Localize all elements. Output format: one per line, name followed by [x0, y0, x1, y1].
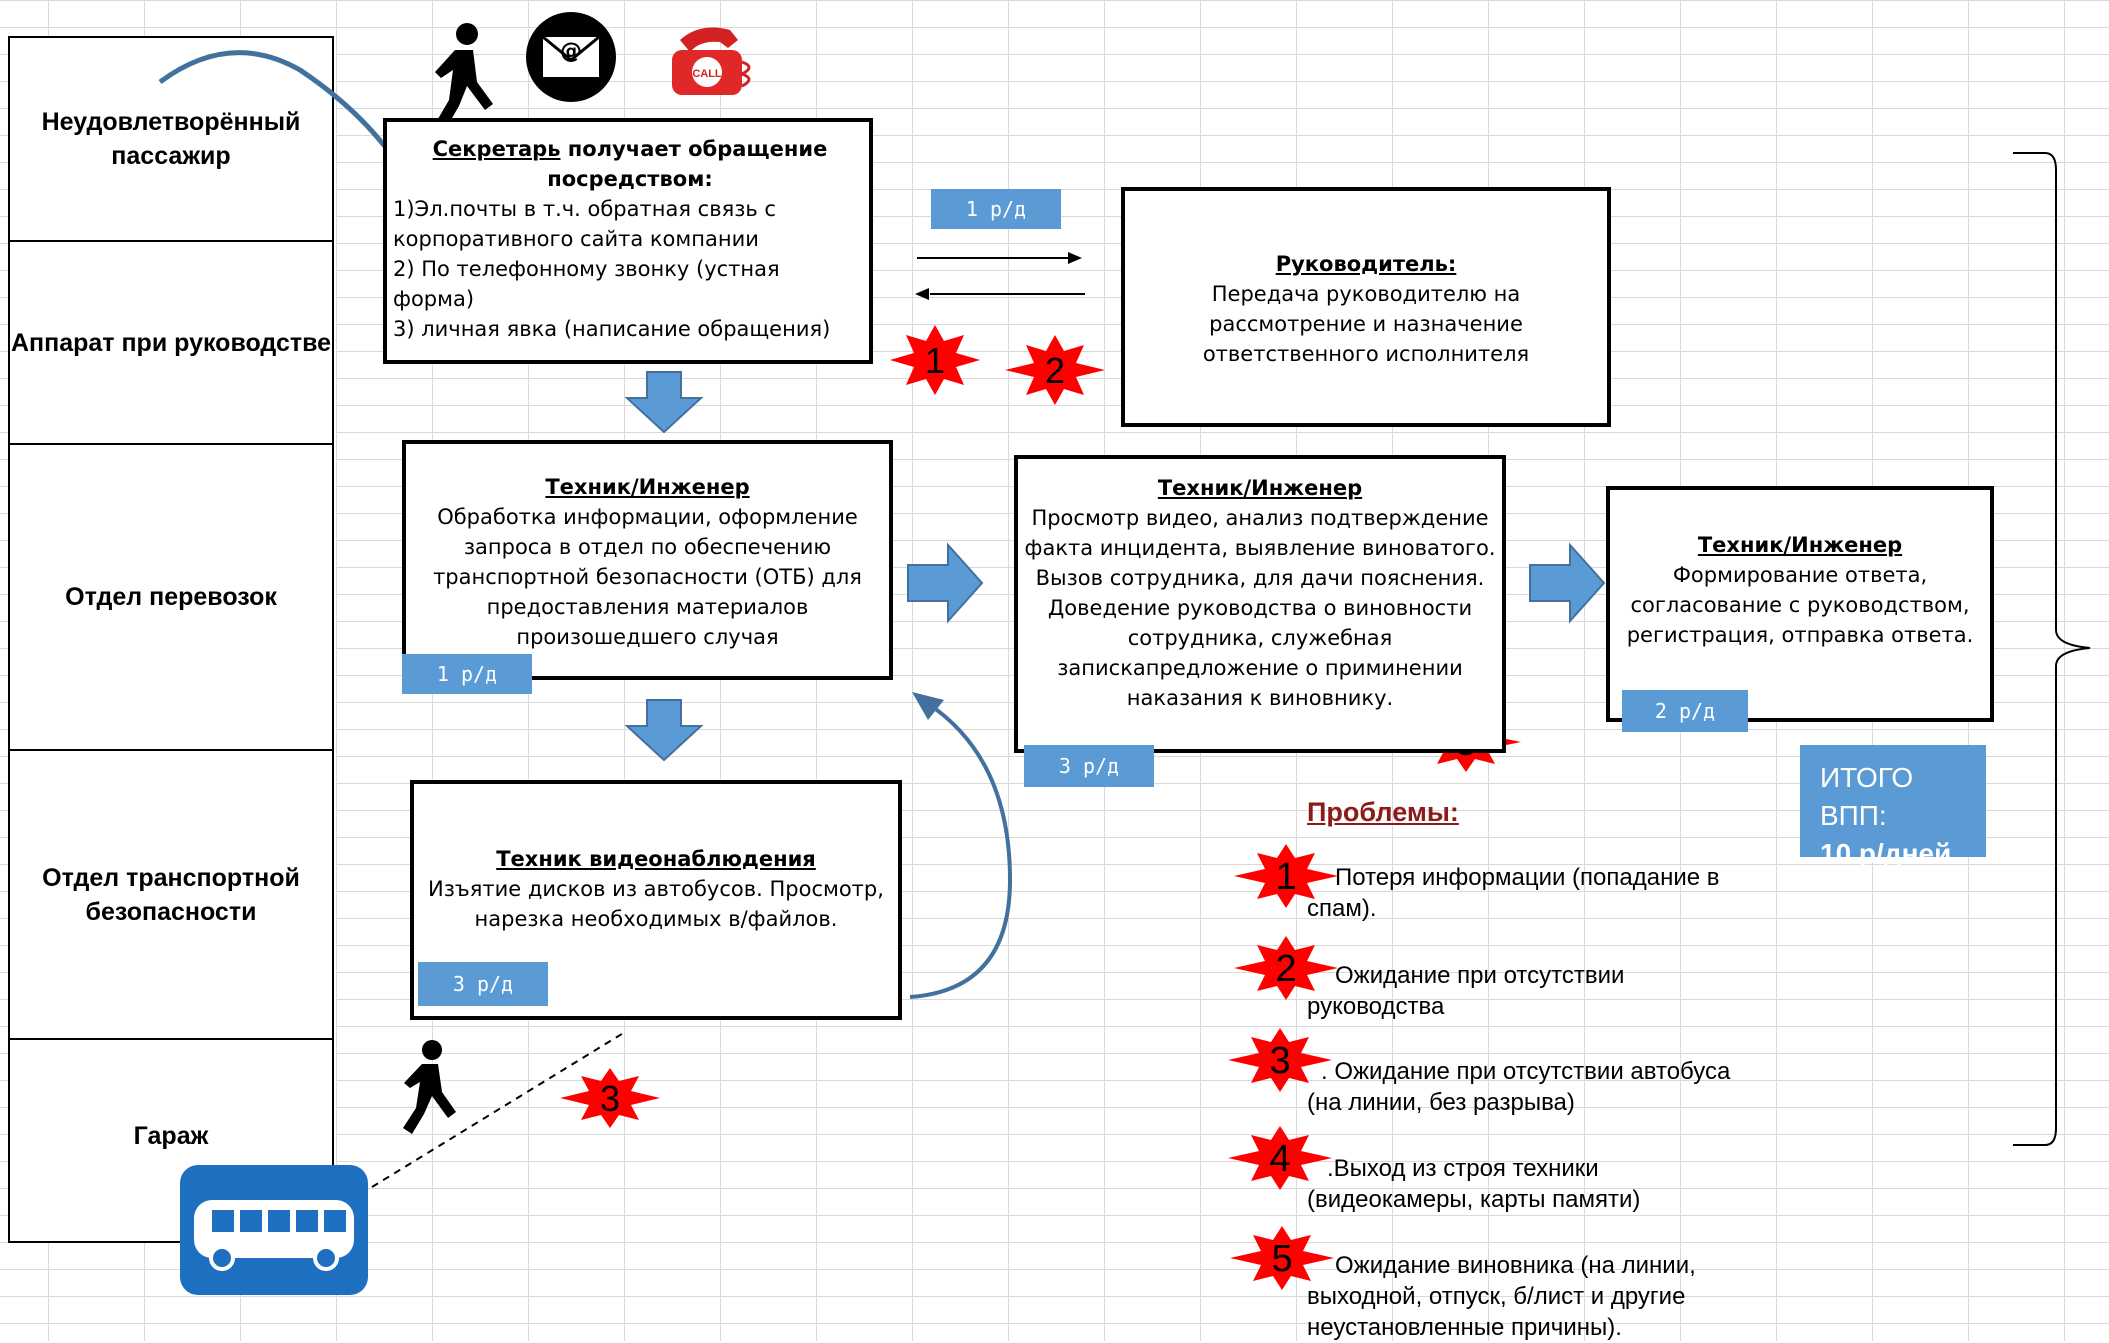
duration-tag: 2 р/д: [1622, 690, 1748, 732]
svg-text:2: 2: [1045, 350, 1065, 391]
legend-star-3: 3: [1228, 1028, 1332, 1092]
tech2-title: Техник/Инженер: [1157, 476, 1363, 500]
legend-star-4: 4: [1228, 1126, 1332, 1190]
manager-box: Руководитель: Передача руководителю на р…: [1121, 187, 1611, 427]
duration-tag: 3 р/д: [418, 962, 548, 1006]
problem-2-text: Ожидание при отсутствии руководства: [1307, 962, 1625, 1020]
lane-label: Аппарат при руководстве: [10, 328, 332, 357]
video-text: Изъятие дисков из автобусов. Просмотр, н…: [428, 877, 884, 931]
duration-tag: 1 р/д: [402, 654, 532, 694]
email-icon: @: [526, 12, 616, 102]
duration-tag-text: 1 р/д: [965, 197, 1027, 221]
svg-text:5: 5: [1271, 1238, 1292, 1280]
problem-star-3: 3: [560, 1068, 660, 1128]
lane-management: Аппарат при руководстве: [8, 242, 334, 445]
problem-star-1: 1: [890, 325, 980, 395]
problem-3-text: . Ожидание при отсутствии автобуса (на л…: [1307, 1058, 1731, 1116]
svg-text:3: 3: [600, 1078, 620, 1119]
duration-tag-text: 2 р/д: [1654, 699, 1716, 723]
svg-text:1: 1: [925, 340, 945, 381]
duration-tag-text: 3 р/д: [1058, 754, 1120, 778]
lane-label: Гараж: [133, 1122, 209, 1150]
duration-tag-text: 3 р/д: [452, 972, 514, 996]
legend-star-1: 1: [1234, 844, 1338, 908]
telephone-icon: CALL: [672, 27, 751, 95]
secretary-title-rest: получает обращение посредством:: [547, 137, 828, 191]
secretary-line-1: 1)Эл.почты в т.ч. обратная связь с корпо…: [393, 197, 776, 251]
secretary-box: Секретарь получает обращение посредством…: [383, 118, 873, 364]
lane-security: Отдел транспортной безопасности: [8, 751, 334, 1040]
svg-text:4: 4: [1269, 1138, 1290, 1180]
video-box: Техник видеонаблюдения Изъятие дисков из…: [410, 780, 902, 1020]
tech1-title: Техник/Инженер: [545, 475, 750, 499]
tech1-text: Обработка информации, оформление запроса…: [433, 505, 862, 649]
svg-text:CALL: CALL: [692, 68, 722, 80]
duration-tag: 3 р/д: [1024, 745, 1154, 787]
lane-label: Неудовлетворённый пассажир: [41, 108, 301, 170]
problem-5-text: Ожидание виновника (на линии, выходной, …: [1307, 1252, 1696, 1341]
manager-title: Руководитель:: [1275, 252, 1457, 276]
walking-person-icon: [403, 1040, 456, 1134]
problem-1-text: Потеря информации (попадание в спам).: [1307, 864, 1720, 922]
problem-star-2: 2: [1005, 335, 1105, 405]
legend-star-2: 2: [1234, 936, 1338, 1000]
tech1-box: Техник/Инженер Обработка информации, офо…: [402, 440, 893, 680]
tech2-box: Техник/Инженер Просмотр видео, анализ по…: [1014, 455, 1506, 753]
duration-tag: 1 р/д: [931, 189, 1061, 229]
secretary-title: Секретарь: [432, 137, 561, 161]
lane-label: Отдел транспортной безопасности: [42, 863, 300, 926]
problems-title: Проблемы:: [1307, 797, 1459, 827]
tech3-text: Формирование ответа, согласование с руко…: [1626, 563, 1974, 647]
manager-text: Передача руководителю на рассмотрение и …: [1202, 282, 1530, 366]
svg-text:@: @: [560, 39, 582, 64]
tech3-title: Техник/Инженер: [1697, 533, 1903, 557]
lane-transport: Отдел перевозок: [8, 445, 334, 751]
tech3-box: Техник/Инженер Формирование ответа, согл…: [1606, 486, 1994, 722]
svg-text:2: 2: [1275, 948, 1296, 990]
svg-text:3: 3: [1269, 1040, 1290, 1082]
problem-4-text: .Выход из строя техники (видеокамеры, ка…: [1307, 1155, 1641, 1213]
walking-person-icon: [435, 23, 493, 130]
secretary-line-2: 2) По телефонному звонку (устная форма): [393, 257, 780, 311]
bus-icon: [180, 1165, 368, 1295]
secretary-line-3: 3) личная явка (написание обращения): [393, 317, 831, 341]
total-label: ИТОГО ВПП:: [1820, 762, 1914, 831]
duration-tag-text: 1 р/д: [436, 662, 498, 686]
total-badge: ИТОГО ВПП: 10 р/дней: [1800, 745, 1986, 869]
total-value: 10 р/дней: [1820, 838, 1952, 869]
svg-text:1: 1: [1275, 856, 1296, 898]
lane-label: Отдел перевозок: [65, 583, 277, 611]
lane-passenger: Неудовлетворённый пассажир: [8, 36, 334, 242]
video-title: Техник видеонаблюдения: [496, 847, 816, 871]
tech2-text: Просмотр видео, анализ подтверждение фак…: [1024, 506, 1496, 710]
legend-star-5: 5: [1230, 1226, 1334, 1290]
